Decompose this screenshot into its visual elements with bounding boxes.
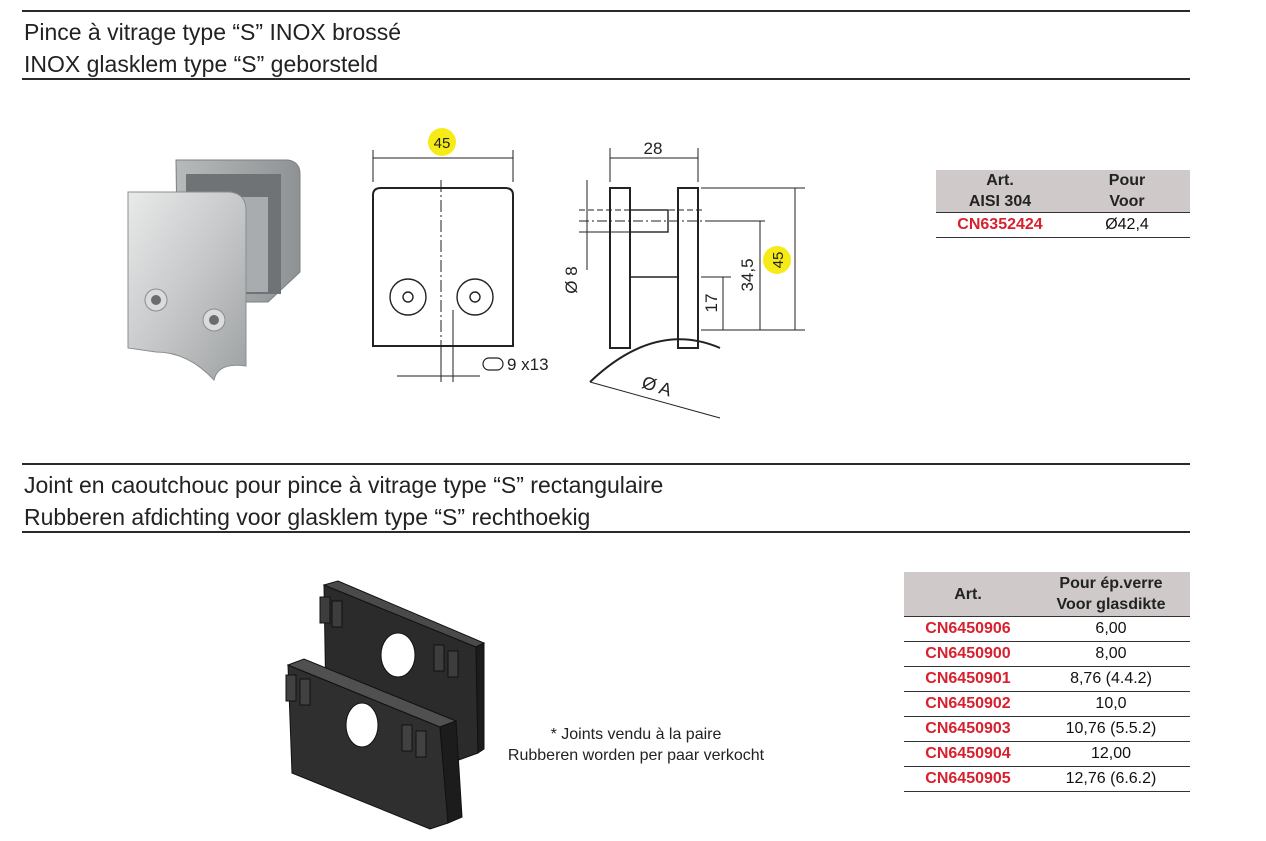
glass-clamp-photo <box>127 159 301 382</box>
header-art: Art. <box>904 572 1032 617</box>
article-number: CN6352424 <box>936 212 1064 238</box>
table-header-row: Art. Pour ép.verre Voor glasdikte <box>904 572 1190 617</box>
header-art: Art. AISI 304 <box>936 170 1064 213</box>
header-glass-thickness: Pour ép.verre Voor glasdikte <box>1032 572 1190 617</box>
rubber-gasket-photo <box>285 580 486 830</box>
section2-title-nl: Rubberen afdichting voor glasklem type “… <box>24 504 591 530</box>
section2-top-rule <box>22 463 1190 465</box>
dim-height-label: 45 <box>770 252 787 269</box>
dim-mid-label: 34,5 <box>738 258 757 291</box>
dim-width-label: 45 <box>434 135 451 152</box>
table-row: CN6352424 Ø42,4 <box>936 212 1190 238</box>
section1-title-nl: INOX glasklem type “S” geborsteld <box>24 51 379 77</box>
header-pour: Pour Voor <box>1064 170 1190 213</box>
clamp-article-table: Art. AISI 304 Pour Voor CN6352424 Ø42,4 <box>936 170 1190 238</box>
dim-low-label: 17 <box>702 294 721 313</box>
dim-depth-label: 28 <box>644 139 663 158</box>
gasket-note-fr: * Joints vendu à la paire <box>550 726 722 743</box>
gasket-article-table: Art. Pour ép.verre Voor glasdikte CN6450… <box>904 572 1190 792</box>
dim-pipe-label: Ø A <box>639 372 674 400</box>
gasket-note: * Joints vendu à la paire Rubberen worde… <box>488 724 784 766</box>
section1-bottom-rule <box>22 78 1190 80</box>
section1-title-fr: Pince à vitrage type “S” INOX brossé <box>24 19 402 45</box>
technical-drawing: 45 45 28 34,5 17 Ø 8 9 x13 Ø A <box>372 128 805 419</box>
section1-top-rule <box>22 10 1190 12</box>
section2-title-fr: Joint en caoutchouc pour pince à vitrage… <box>24 472 664 498</box>
dim-bore-label: Ø 8 <box>562 266 581 293</box>
dim-slot-label: 9 x13 <box>507 355 549 374</box>
table-header-row: Art. AISI 304 Pour Voor <box>936 170 1190 213</box>
pipe-diameter: Ø42,4 <box>1064 212 1190 238</box>
gasket-note-nl: Rubberen worden per paar verkocht <box>507 747 765 764</box>
section2-bottom-rule <box>22 531 1190 533</box>
